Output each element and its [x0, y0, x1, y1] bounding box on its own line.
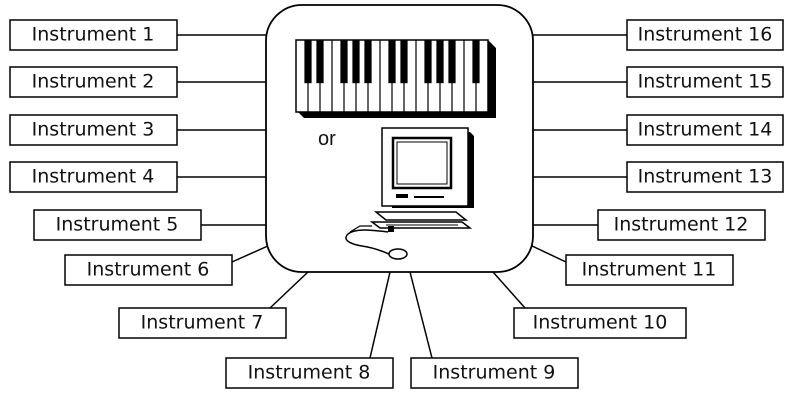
instrument-label: Instrument 6 — [87, 259, 210, 281]
computer-icon — [345, 127, 474, 260]
or-label: or — [318, 128, 336, 150]
instrument-box-14: Instrument 14 — [626, 114, 784, 146]
instrument-box-13: Instrument 13 — [626, 161, 784, 193]
connector-line-10 — [492, 271, 526, 309]
instrument-label: Instrument 9 — [433, 362, 556, 384]
instrument-box-7: Instrument 7 — [118, 307, 287, 339]
instrument-boxes: Instrument 1 Instrument 2 Instrument 3 I… — [9, 19, 784, 389]
instrument-box-6: Instrument 6 — [64, 254, 233, 286]
instrument-label: Instrument 8 — [248, 362, 371, 384]
instrument-label: Instrument 5 — [56, 214, 179, 236]
instrument-box-15: Instrument 15 — [626, 66, 784, 98]
instrument-label: Instrument 10 — [533, 312, 668, 334]
keyboard-icon — [295, 39, 496, 118]
connector-lines — [177, 34, 627, 359]
instrument-box-8: Instrument 8 — [225, 357, 394, 389]
instrument-box-3: Instrument 3 — [9, 114, 178, 146]
connector-line-11 — [529, 244, 567, 263]
instrument-label: Instrument 16 — [638, 24, 773, 46]
instrument-label: Instrument 13 — [638, 166, 773, 188]
instrument-box-12: Instrument 12 — [597, 209, 766, 241]
instrument-label: Instrument 14 — [638, 119, 773, 141]
instrument-label: Instrument 12 — [614, 214, 749, 236]
connector-line-8 — [369, 271, 391, 359]
instrument-box-4: Instrument 4 — [9, 161, 178, 193]
instrument-box-1: Instrument 1 — [9, 19, 178, 51]
midi-hub: or — [265, 4, 534, 273]
instrument-label: Instrument 7 — [141, 312, 264, 334]
instrument-label: Instrument 2 — [32, 71, 155, 93]
instrument-box-2: Instrument 2 — [9, 66, 178, 98]
instrument-label: Instrument 15 — [638, 71, 773, 93]
instrument-box-10: Instrument 10 — [513, 307, 687, 339]
instrument-label: Instrument 4 — [32, 166, 155, 188]
instrument-box-16: Instrument 16 — [626, 19, 784, 51]
instrument-box-9: Instrument 9 — [410, 357, 579, 389]
instrument-label: Instrument 1 — [32, 24, 155, 46]
instrument-box-11: Instrument 11 — [565, 254, 734, 286]
instrument-box-5: Instrument 5 — [33, 209, 202, 241]
instrument-label: Instrument 3 — [32, 119, 155, 141]
instrument-label: Instrument 11 — [582, 259, 717, 281]
connector-line-7 — [269, 271, 309, 309]
connector-line-9 — [409, 271, 433, 359]
connector-line-6 — [231, 244, 271, 263]
